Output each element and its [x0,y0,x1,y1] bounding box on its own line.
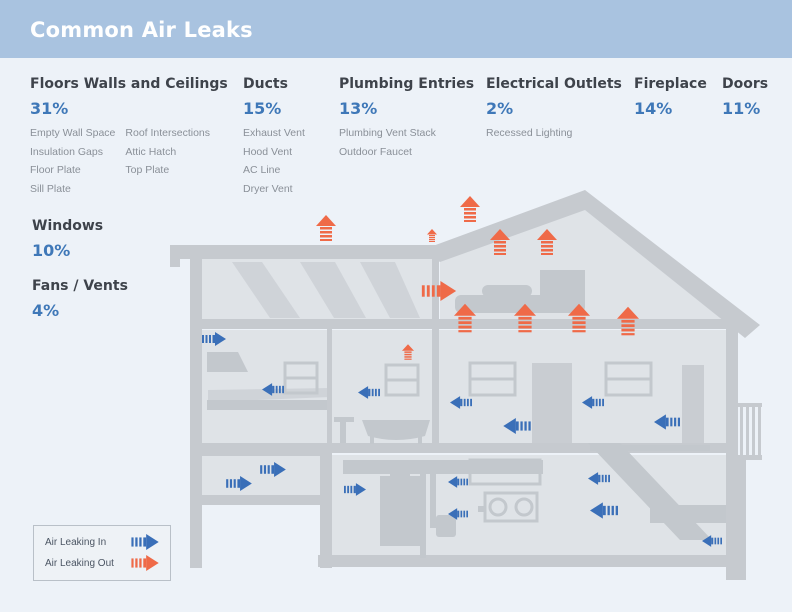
category-percent: 31% [30,99,69,118]
category-items: Recessed Lighting [486,124,622,143]
item: Attic Hatch [125,145,177,158]
category-name: Fireplace [634,76,707,92]
item: Top Plate [125,164,170,176]
item: Hood Vent [243,145,293,158]
category-percent: 2% [486,99,514,118]
air-out-arrow [316,215,336,241]
item: Plumbing Vent Stack [339,127,436,139]
legend-out-arrow-icon [131,555,159,571]
air-out-arrow [460,196,480,222]
category-ducts: Ducts 15% Exhaust Vent Hood Vent AC Line… [243,76,305,198]
category-name: Windows [32,218,104,234]
item: Insulation Gaps [30,145,103,158]
category-percent: 14% [634,99,673,118]
item: Sill Plate [30,182,71,195]
category-items: Plumbing Vent Stack Outdoor Faucet [339,124,474,161]
category-items: Empty Wall Space Insulation Gaps Floor P… [30,124,228,198]
category-plumbing-entries: Plumbing Entries 13% Plumbing Vent Stack… [339,76,474,161]
category-name: Ducts [243,76,288,92]
item: Floor Plate [30,164,81,176]
air-out-arrow [427,229,437,242]
category-percent: 13% [339,99,378,118]
category-name: Doors [722,76,769,92]
category-fireplace: Fireplace 14% [634,76,707,118]
category-fans-vents: Fans / Vents 4% [32,278,128,320]
legend: Air Leaking In Air Leaking Out [33,525,171,581]
category-name: Electrical Outlets [486,76,622,92]
category-name: Plumbing Entries [339,76,475,92]
category-electrical-outlets: Electrical Outlets 2% Recessed Lighting [486,76,622,143]
house-fixtures [207,270,726,558]
category-percent: 11% [722,99,761,118]
category-windows: Windows 10% [32,218,103,260]
category-name: Floors Walls and Ceilings [30,76,228,92]
item: Roof Intersections [125,127,211,139]
category-floors-walls-ceilings: Floors Walls and Ceilings 31% Empty Wall… [30,76,228,198]
items-column: Roof Intersections Attic Hatch Top Plate [125,124,210,180]
item: Outdoor Faucet [339,145,412,158]
item: Empty Wall Space [30,127,116,139]
category-name: Fans / Vents [32,278,128,294]
legend-in-arrow-icon [131,534,159,550]
item: Dryer Vent [243,182,293,195]
header-banner: Common Air Leaks [0,0,792,58]
legend-in-label: Air Leaking In [45,537,107,548]
category-percent: 4% [32,301,60,320]
category-doors: Doors 11% [722,76,768,118]
item: AC Line [243,164,281,176]
items-column: Empty Wall Space Insulation Gaps Floor P… [30,124,115,198]
category-percent: 10% [32,241,71,260]
item: Recessed Lighting [486,127,573,139]
category-items: Exhaust Vent Hood Vent AC Line Dryer Ven… [243,124,305,198]
legend-out-label: Air Leaking Out [45,558,114,569]
category-percent: 15% [243,99,282,118]
item: Exhaust Vent [243,127,305,139]
page-title: Common Air Leaks [30,18,253,42]
